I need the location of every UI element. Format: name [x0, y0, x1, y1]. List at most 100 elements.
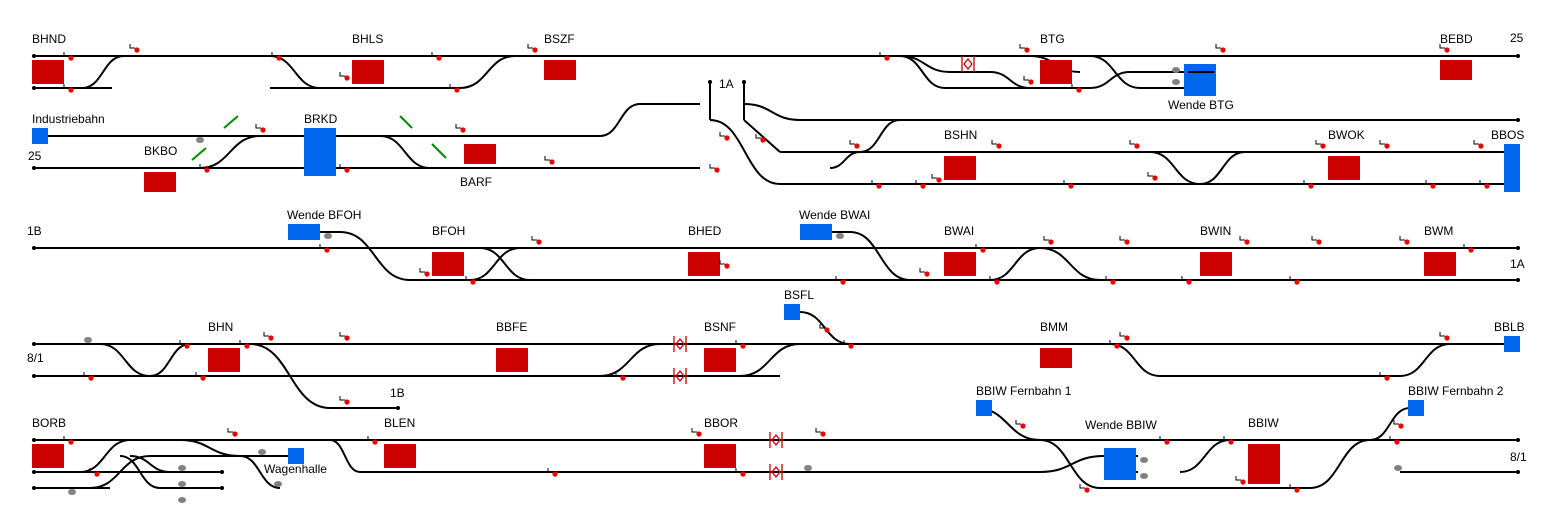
- signal-post: [89, 468, 95, 473]
- station-label-bfoh: BFOH: [432, 224, 466, 238]
- signal-post: [129, 44, 135, 49]
- signal-post: [1129, 140, 1135, 145]
- signal-post: [719, 132, 725, 137]
- station-label-bkbo: BKBO: [144, 144, 178, 158]
- signal-post: [843, 340, 849, 345]
- signal-post: [1425, 180, 1431, 185]
- track-end: [32, 342, 36, 346]
- turnaround-block-wende-btg: [1184, 64, 1216, 96]
- signal-post: [1379, 372, 1385, 377]
- signal-light: [454, 87, 460, 93]
- signal-light: [760, 137, 766, 143]
- signal-light: [1048, 239, 1054, 245]
- station-label-bblb: BBLB: [1494, 320, 1525, 334]
- station-label-barf: BARF: [460, 175, 493, 189]
- signal-post: [531, 236, 537, 241]
- station-label-bszf: BSZF: [544, 32, 575, 46]
- signal-light: [996, 143, 1002, 149]
- switch-track: [1089, 55, 1141, 89]
- level-crossing-icon: [769, 432, 783, 448]
- turnaround-label-wende-btg: Wende BTG: [1168, 98, 1234, 112]
- track-end: [32, 470, 36, 474]
- signal-post: [1473, 140, 1479, 145]
- buffer-stop-sign: [1172, 79, 1180, 85]
- block-brkd: [304, 128, 336, 176]
- station-block-bkbo: [144, 172, 176, 192]
- connector-label-25-top: 25: [1510, 31, 1524, 45]
- station-block-bwm: [1424, 252, 1456, 276]
- signal-light: [740, 343, 746, 349]
- signal-post: [871, 180, 877, 185]
- signal-post: [849, 140, 855, 145]
- track-end: [32, 438, 36, 442]
- buffer-stop-sign: [178, 481, 186, 487]
- signal-post: [819, 324, 825, 329]
- signal-post: [199, 164, 205, 169]
- station-label-bwok: BWOK: [1328, 128, 1365, 142]
- signal-light: [884, 55, 890, 61]
- signal-post: [1463, 244, 1469, 249]
- signal-post: [227, 428, 233, 433]
- connector-label-1b-left: 1B: [27, 224, 42, 238]
- signal-post: [1311, 236, 1317, 241]
- signal-post: [1303, 180, 1309, 185]
- signal-post: [1289, 276, 1295, 281]
- connector-label-25-left: 25: [28, 149, 42, 163]
- track-end: [32, 486, 36, 490]
- signal-light: [1430, 183, 1436, 189]
- switch-track: [249, 343, 331, 409]
- track-end: [1516, 246, 1520, 250]
- signal-post: [271, 52, 277, 57]
- track-end: [32, 246, 36, 250]
- switch-track: [899, 55, 946, 89]
- signal-light: [724, 135, 730, 141]
- station-block-bbfe: [496, 348, 528, 372]
- signal-light: [232, 431, 238, 437]
- signal-light: [1394, 439, 1400, 445]
- station-label-bbiw-fernbahn-2: BBIW Fernbahn 2: [1408, 384, 1504, 398]
- signal-light: [924, 271, 930, 277]
- switch-track: [1369, 407, 1411, 441]
- signal-light: [68, 55, 74, 61]
- green-marker: [399, 115, 413, 129]
- green-marker: [191, 147, 207, 161]
- signal-post: [1063, 180, 1069, 185]
- track-end: [1516, 118, 1520, 122]
- signal-post: [339, 72, 345, 77]
- signal-light: [372, 439, 378, 445]
- switch-track: [1039, 455, 1105, 473]
- signal-light: [184, 343, 190, 349]
- station-label-bbiw-fernbahn-1: BBIW Fernbahn 1: [976, 384, 1072, 398]
- signal-light: [1384, 375, 1390, 381]
- signal-post: [367, 436, 373, 441]
- signal-light: [1484, 183, 1490, 189]
- buffer-stop-sign: [178, 465, 186, 471]
- signal-post: [63, 436, 69, 441]
- signal-post: [835, 276, 841, 281]
- station-label-bhnd: BHND: [32, 32, 67, 46]
- green-marker: [431, 143, 447, 159]
- connector-label-1a-top: 1A: [719, 77, 734, 91]
- signal-light: [724, 263, 730, 269]
- signal-light: [1068, 183, 1074, 189]
- station-block-btg: [1040, 60, 1072, 84]
- signal-light: [994, 279, 1000, 285]
- switch-track: [599, 103, 641, 137]
- signal-post: [255, 124, 261, 129]
- signal-post: [431, 52, 437, 57]
- signal-post: [263, 332, 269, 337]
- switch-track: [199, 135, 261, 169]
- signal-post: [1019, 44, 1025, 49]
- switch-track: [1039, 247, 1101, 281]
- signal-post: [1223, 436, 1229, 441]
- turnaround-label-wende-bbiw: Wende BBIW: [1085, 418, 1157, 432]
- signal-post: [1479, 180, 1485, 185]
- signal-post: [915, 180, 921, 185]
- switch-track: [829, 151, 861, 169]
- signal-light: [268, 335, 274, 341]
- level-crossing-icon: [961, 56, 975, 72]
- signal-light: [1294, 487, 1300, 493]
- connector-label-8-1-right: 8/1: [1510, 450, 1527, 464]
- station-label-bwai: BWAI: [944, 224, 975, 238]
